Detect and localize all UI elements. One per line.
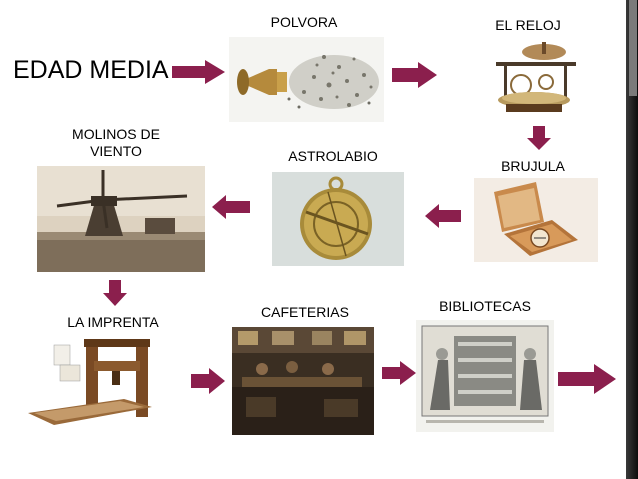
label-brujula: BRUJULA [501,158,565,174]
compass-photo [474,178,598,262]
arrow-right-polvora-to-reloj [392,62,437,88]
arrow-right-imprenta-to-cafeterias [191,368,225,394]
diagram-title: EDAD MEDIA [13,56,169,84]
label-molinos: MOLINOS DE VIENTO [72,126,160,159]
arrow-right-cafeterias-to-bibliotecas [382,361,416,385]
gunpowder-photo [229,37,384,122]
library-photo [416,320,554,432]
label-bibliotecas: BIBLIOTECAS [439,298,531,314]
arrow-right-bibliotecas-next [558,364,616,394]
coffeehouse-photo [232,327,374,435]
label-astrolabio: ASTROLABIO [288,148,378,164]
arrow-down-reloj-to-brujula [527,126,551,150]
label-imprenta: LA IMPRENTA [67,314,159,330]
slide-edge-bar [626,0,638,479]
arrow-right-edad-to-polvora [172,60,225,84]
clock-mechanism-photo [476,40,586,122]
label-reloj: EL RELOJ [495,17,561,33]
arrow-down-molinos-to-imprenta [103,280,127,306]
label-cafeterias: CAFETERIAS [261,304,349,320]
astrolabe-photo [272,172,404,266]
arrow-left-astrolabio-to-molinos [212,195,250,219]
slide-edge-thumb [629,0,637,96]
windmill-photo [37,166,205,272]
arrow-left-brujula-to-astrolabio [425,204,461,228]
printing-press-photo [24,337,176,433]
label-polvora: POLVORA [270,14,338,30]
